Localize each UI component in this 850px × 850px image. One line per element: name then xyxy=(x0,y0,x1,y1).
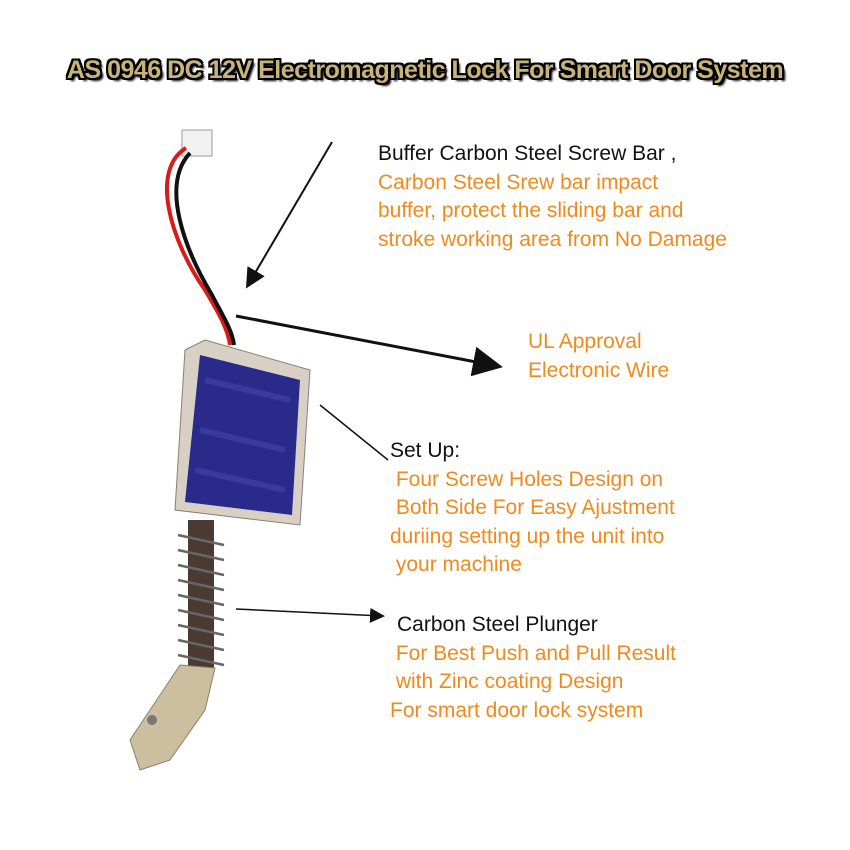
callout-line: Electronic Wire xyxy=(528,358,670,382)
callout-heading: Buffer Carbon Steel Screw Bar , xyxy=(378,142,677,165)
callout-line: stroke working area from No Damage xyxy=(378,227,727,251)
callout-line: buffer, protect the sliding bar and xyxy=(378,199,684,222)
callout-line: your machine xyxy=(390,553,522,576)
page-title: AS 0946 DC 12V Electromagnetic Lock For … xyxy=(66,56,784,84)
arrow-setup xyxy=(319,404,389,461)
callout-buffer: Buffer Carbon Steel Screw Bar , Carbon St… xyxy=(378,140,727,254)
spring xyxy=(177,533,225,667)
callout-line: Carbon Steel Srew bar impact xyxy=(378,170,659,194)
arrow-plunger xyxy=(235,607,385,623)
callout-heading: Set Up: xyxy=(390,439,461,462)
latch-hook xyxy=(129,664,216,771)
callout-line: For smart door lock system xyxy=(390,698,644,722)
callout-line: Both Side For Easy Ajustment xyxy=(390,496,675,519)
callout-setup: Set Up: Four Screw Holes Design on Both … xyxy=(390,437,675,580)
callout-line: UL Approval xyxy=(528,330,642,353)
callout-line: with Zinc coating Design xyxy=(390,670,624,693)
latch-rivet xyxy=(147,715,157,725)
arrow-wire xyxy=(235,314,503,377)
arrow-buffer xyxy=(245,141,333,289)
callout-line: For Best Push and Pull Result xyxy=(390,641,676,665)
coil-wrap-highlights xyxy=(194,377,291,493)
callout-plunger: Carbon Steel Plunger For Best Push and P… xyxy=(390,611,676,725)
black-wire xyxy=(174,151,236,346)
red-wire xyxy=(164,146,232,346)
callout-line: duriing setting up the unit into xyxy=(390,524,665,548)
callout-line: Four Screw Holes Design on xyxy=(390,467,664,491)
callout-heading: Carbon Steel Plunger xyxy=(397,613,598,636)
wire-connector xyxy=(181,129,213,157)
